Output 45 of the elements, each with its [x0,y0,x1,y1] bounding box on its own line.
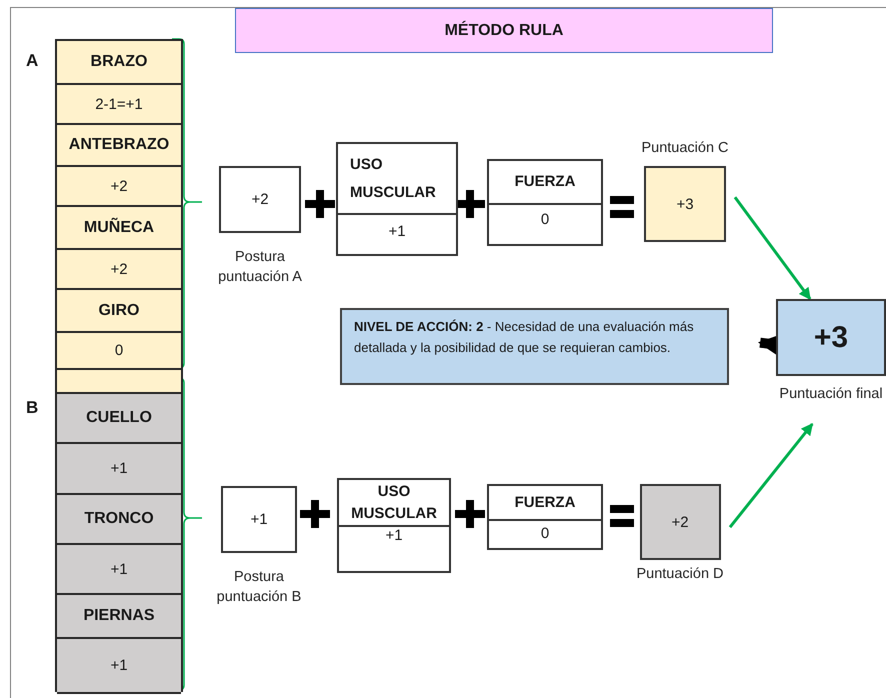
score-value: 2-1=+1 [95,96,143,112]
body-part-label: CUELLO [86,409,152,427]
factor-heading: FUERZA [514,492,576,512]
score-value: +2 [110,260,128,278]
factor-box [487,159,603,246]
score-value: +2 [671,514,689,530]
action-level-text: NIVEL DE ACCIÓN: 2 - Necesidad de una evaluación más detallada y la posibilidad de que se requieran cambios. [354,318,695,357]
score-value: +1 [250,511,268,528]
score-value: +1 [110,657,128,674]
score-caption: Puntuación final [779,385,883,404]
score-caption: Postura puntuación B [216,568,302,607]
score-value: +3 [676,196,694,212]
score-value: 0 [540,525,550,542]
body-part-label: MUÑECA [84,218,154,236]
section-letter: A [26,51,38,71]
factor-box [337,478,451,573]
score-caption: Postura puntuación A [217,248,303,287]
section-letter: B [26,398,38,418]
score-value: +3 [814,320,848,354]
score-value: +1 [110,560,128,578]
title-banner: MÉTODO RULA [235,8,773,53]
body-part-label: BRAZO [90,53,148,71]
body-part-label: ANTEBRAZO [68,136,170,154]
score-value: 0 [540,211,550,228]
score-value: +1 [110,460,128,477]
factor-heading: FUERZA [514,172,576,192]
score-value: +1 [388,223,406,240]
factor-heading: USO MUSCULAR [350,154,437,202]
score-value: +2 [110,178,128,194]
score-caption: Puntuación D [636,565,724,584]
body-part-label: TRONCO [84,510,154,528]
arrow [728,423,814,528]
score-value: 0 [114,342,124,359]
factor-heading: USO MUSCULAR [350,482,438,524]
action-level-box [340,308,729,385]
score-caption: Puntuación C [641,139,729,158]
score-value: +1 [385,527,403,544]
factor-box [336,142,458,256]
score-table [55,39,183,392]
body-part-label: GIRO [98,302,140,320]
score-table [55,392,183,692]
score-value: +2 [251,191,269,208]
factor-box [487,484,603,550]
body-part-label: PIERNAS [83,607,155,625]
arrow [734,196,812,300]
